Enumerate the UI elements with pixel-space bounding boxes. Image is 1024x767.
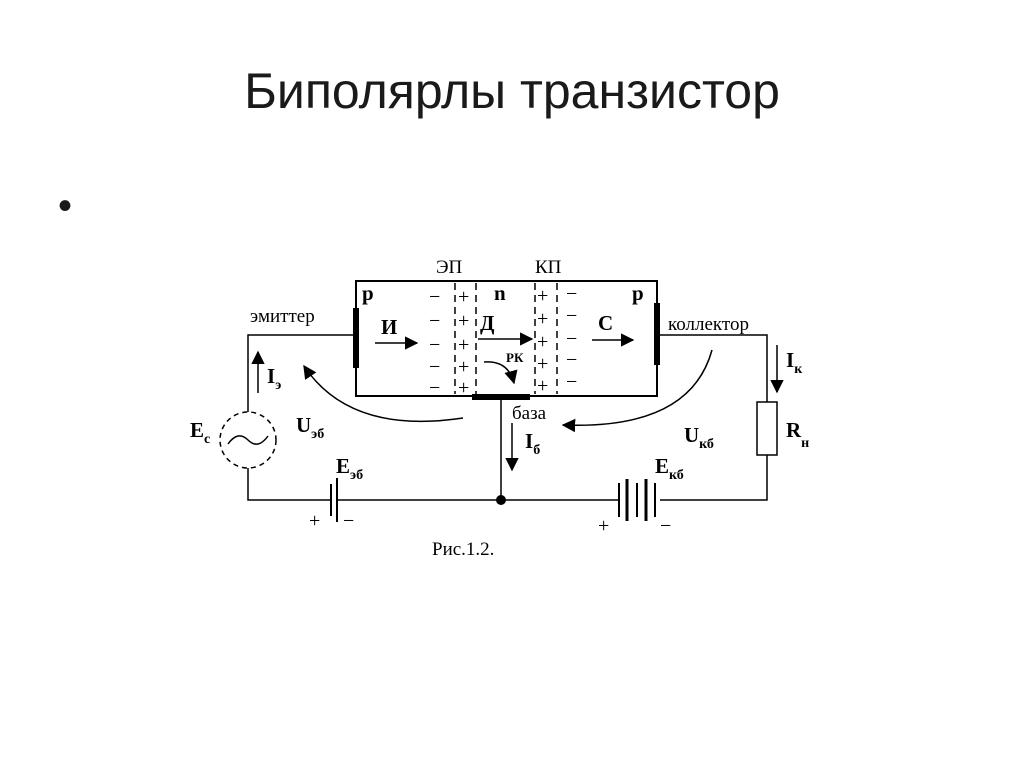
circuit-wires [247, 334, 768, 501]
svg-text:+: + [458, 334, 469, 356]
recombination-label: РК [506, 350, 524, 365]
load-resistor [756, 401, 778, 456]
emitter-label: эмиттер [250, 306, 315, 327]
svg-text:−: − [429, 356, 440, 378]
load-label: Rн [786, 418, 809, 451]
voltage-eb-label: Uэб [296, 413, 324, 442]
voltage-kb-arrow [561, 349, 713, 433]
voltage-kb-label: Uкб [684, 423, 714, 452]
signal-source [219, 411, 277, 469]
injection-label: И [381, 315, 397, 339]
junction-emitter-label: ЭП [436, 257, 463, 278]
svg-text:+: + [537, 331, 548, 353]
collector-junction-lines [534, 283, 558, 394]
svg-text:+: + [458, 356, 469, 378]
svg-text:+: + [537, 285, 548, 307]
junction-collector-label: КП [535, 257, 562, 278]
collector-contact [654, 303, 660, 365]
source-eb-label: Eэб [336, 454, 363, 483]
svg-text:+: + [537, 308, 548, 330]
emitter-current-label: Iэ [267, 364, 281, 393]
svg-text:+: + [458, 310, 469, 332]
signal-source-label: Ec [190, 418, 210, 447]
base-node [496, 495, 506, 505]
battery-eb [330, 478, 338, 522]
emitter-junction-lines [454, 283, 477, 394]
region-p-right-label: p [632, 281, 644, 305]
svg-text:−: − [566, 328, 577, 350]
svg-text:−: − [566, 349, 577, 371]
svg-text:−: − [566, 283, 577, 305]
battery-kb [618, 479, 656, 521]
diffusion-label: Д [480, 311, 495, 335]
collector-label: коллектор [668, 314, 749, 335]
emitter-contact [353, 308, 359, 368]
base-label: база [512, 403, 547, 424]
battery-eb-plus: + [309, 510, 320, 532]
battery-kb-plus: + [598, 515, 609, 537]
region-n-label: n [494, 281, 506, 305]
collector-junction-charges: +++++ −−−−− [537, 283, 577, 397]
base-current-label: Iб [525, 429, 540, 458]
svg-text:+: + [537, 375, 548, 397]
figure-caption: Рис.1.2. [432, 539, 494, 560]
recombination-arrow [483, 361, 518, 385]
battery-kb-minus: − [660, 515, 671, 537]
collector-current-label: Iк [786, 348, 803, 377]
bullet-point: • [58, 184, 73, 228]
svg-text:−: − [566, 371, 577, 393]
base-contact [472, 394, 530, 400]
svg-text:−: − [429, 334, 440, 356]
voltage-eb-arrow [303, 364, 464, 423]
source-kb-label: Eкб [655, 454, 684, 483]
svg-text:−: − [429, 310, 440, 332]
region-p-left-label: p [362, 281, 374, 305]
svg-text:+: + [537, 353, 548, 375]
emitter-junction-charges: −−−−− +++++ [429, 286, 469, 399]
svg-text:+: + [458, 377, 469, 399]
collection-label: С [598, 311, 613, 335]
slide-title: Биполярлы транзистор [244, 63, 780, 119]
svg-text:−: − [429, 286, 440, 308]
svg-text:−: − [566, 305, 577, 327]
svg-text:−: − [429, 377, 440, 399]
svg-text:+: + [458, 286, 469, 308]
ac-wave-icon [227, 435, 269, 445]
battery-eb-minus: − [343, 510, 354, 532]
